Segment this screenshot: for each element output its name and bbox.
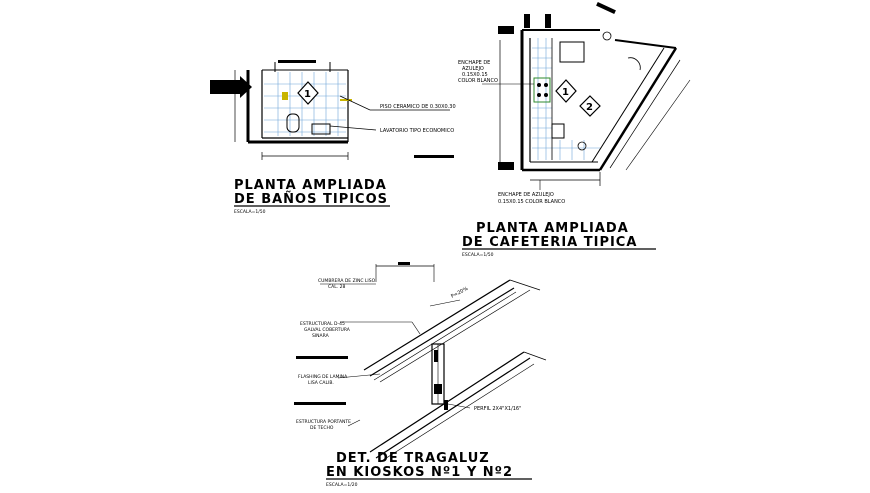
svg-text:COLOR BLANCO: COLOR BLANCO: [458, 78, 498, 84]
svg-text:0.15X0.15: 0.15X0.15: [462, 72, 488, 78]
cafeteria-plan: 1 2 ENCHAPE DE AZULEJO 0.15X0.15 COLOR B…: [458, 1, 691, 258]
section-arrow-left: [210, 80, 240, 94]
section-cut-bar: [414, 155, 454, 158]
section-cut-top: [278, 60, 316, 63]
toilet-icon: [286, 113, 300, 133]
tragaluz-title-line1: DET. DE TRAGALUZ: [336, 451, 490, 466]
door-swing-icon: [627, 57, 641, 71]
detail-marker-1-cafe: [555, 79, 577, 103]
detail-marker-2-cafe: [579, 95, 601, 117]
banos-scale: ESCALA=1/50: [234, 209, 266, 215]
svg-text:ESTRUCTURA PORTANTE: ESTRUCTURA PORTANTE: [296, 419, 351, 425]
banos-plan: 1 PISO CERAMICO DE 0.30X0.30 LAVATORIO T…: [210, 60, 456, 215]
note-lavatorio: LAVATORIO TIPO ECONOMICO: [380, 128, 454, 134]
svg-text:GALVAL COBERTURA: GALVAL COBERTURA: [304, 327, 351, 333]
svg-text:CAL. 28: CAL. 28: [328, 284, 345, 290]
svg-text:AZULEJO: AZULEJO: [462, 66, 484, 72]
svg-text:LISA CALIB.: LISA CALIB.: [308, 380, 334, 386]
lavatory-icon: [311, 123, 331, 135]
detail-marker-1: [297, 81, 319, 105]
cafe-marker-1-label: 1: [562, 87, 570, 98]
note-estructura: ESTRUCTURAL D-45 GALVAL COBERTURA SINARA: [300, 321, 351, 339]
accessory-icon: [282, 92, 288, 100]
banos-tile-grid: [264, 72, 346, 136]
section-arrowhead-left: [240, 76, 252, 98]
tragaluz-scale: ESCALA=1/20: [326, 482, 358, 488]
note-enchape-top: ENCHAPE DE AZULEJO 0.15X0.15 COLOR BLANC…: [458, 60, 498, 84]
refrigerator-icon: [559, 41, 585, 63]
svg-text:ENCHAPE DE AZULEJO: ENCHAPE DE AZULEJO: [498, 192, 554, 198]
detail-marker-1-label: 1: [304, 89, 312, 100]
cafe-marker-2-label: 2: [586, 102, 594, 113]
svg-text:ENCHAPE DE: ENCHAPE DE: [458, 60, 490, 66]
note-slope: P=20%: [450, 286, 469, 300]
cafeteria-tile-grid: [532, 38, 600, 160]
svg-text:DE TECHO: DE TECHO: [310, 425, 334, 431]
svg-text:ESTRUCTURAL D-45: ESTRUCTURAL D-45: [300, 321, 345, 327]
svg-text:CUMBRERA DE ZINC LISO: CUMBRERA DE ZINC LISO: [318, 278, 376, 284]
note-flashing: FLASHING DE LAMINA LISA CALIB.: [298, 374, 348, 386]
tragaluz-title-line2: EN KIOSKOS Nº1 Y Nº2: [326, 465, 513, 480]
cafeteria-title-line2: DE CAFETERIA TIPICA: [462, 235, 637, 250]
banos-title-line1: PLANTA AMPLIADA: [234, 178, 387, 193]
svg-text:0.15X0.15 COLOR BLANCO: 0.15X0.15 COLOR BLANCO: [498, 199, 565, 205]
svg-text:SINARA: SINARA: [312, 333, 330, 339]
note-cumbrera: CUMBRERA DE ZINC LISO CAL. 28: [318, 278, 376, 290]
note-piso-ceramico: PISO CERAMICO DE 0.30X0.30: [380, 104, 456, 110]
note-estructura-portante: ESTRUCTURA PORTANTE DE TECHO: [296, 419, 351, 431]
cafeteria-scale: ESCALA=1/50: [462, 252, 494, 258]
svg-text:FLASHING DE LAMINA: FLASHING DE LAMINA: [298, 374, 348, 380]
tragaluz-detail: P=20% CUMBRERA DE ZINC LISO CAL. 28 ESTR…: [294, 262, 547, 488]
note-perfil: PERFIL 2X4"X1/16": [474, 406, 521, 412]
sink-icon: [551, 123, 565, 139]
banos-title-line2: DE BAÑOS TIPICOS: [234, 191, 388, 207]
note-enchape-bottom: ENCHAPE DE AZULEJO 0.15X0.15 COLOR BLANC…: [498, 192, 565, 205]
stove-icon: [533, 77, 551, 103]
cafeteria-title-line1: PLANTA AMPLIADA: [476, 221, 629, 236]
drain-icon: [577, 141, 587, 151]
